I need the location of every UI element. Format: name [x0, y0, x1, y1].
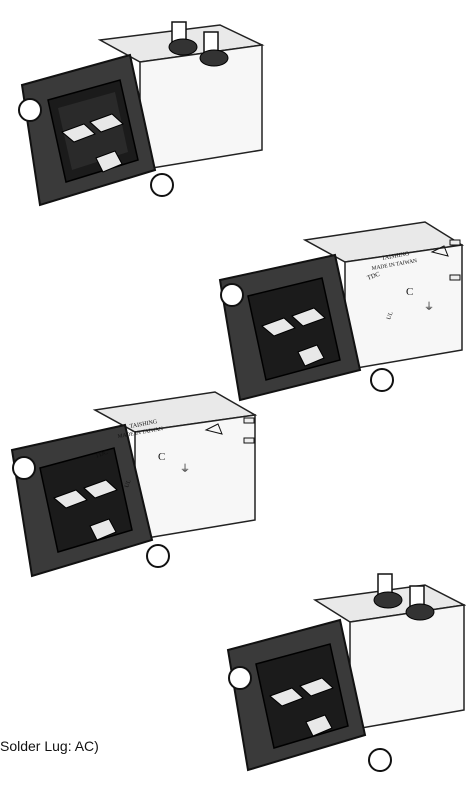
mounting-hole-icon — [12, 456, 36, 480]
brand-mark: TDC — [94, 449, 109, 460]
pin-earth — [89, 518, 117, 541]
lug-collar — [405, 603, 435, 621]
maker-label: TAISHING — [129, 419, 158, 430]
pin-earth — [305, 714, 333, 737]
maker-label: TAISHING — [381, 251, 410, 262]
mounting-hole-icon — [370, 368, 394, 392]
filter-drawing-solder-lug — [18, 21, 265, 207]
socket-recess — [58, 92, 128, 170]
pin-earth — [95, 150, 123, 173]
warning-triangle-icon — [430, 245, 449, 257]
filter-unit-1 — [0, 0, 270, 245]
body-side — [349, 604, 465, 731]
fast-on-tab-icon — [449, 239, 461, 246]
filter-drawing-labeled: TDC TAISHING MADE IN TAIWAN C UL ⏚ — [10, 391, 258, 578]
fast-on-tab-icon — [243, 417, 255, 424]
mounting-hole-icon — [18, 98, 42, 122]
lug-collar — [373, 591, 403, 609]
mounting-hole-icon — [220, 283, 244, 307]
fast-on-tab-icon — [449, 274, 461, 281]
ground-mark: ⏚ — [424, 301, 434, 313]
warning-triangle-icon — [204, 423, 223, 435]
circuit-letter: C — [406, 286, 413, 298]
circuit-letter: C — [158, 451, 165, 463]
mounting-hole-icon — [146, 544, 170, 568]
lug-collar — [168, 38, 198, 56]
caption-text: Solder Lug: AC) — [0, 738, 99, 754]
filter-drawing-labeled: TDC TAISHING MADE IN TAIWAN C UL ⏚ — [218, 221, 465, 402]
cert-mark: UL — [386, 311, 394, 321]
pin-live — [261, 317, 296, 337]
mounting-hole-icon — [368, 748, 392, 772]
filter-unit-3: TDC TAISHING MADE IN TAIWAN C UL ⏚ — [0, 380, 270, 615]
brand-mark: TDC — [366, 271, 381, 282]
mounting-hole-icon — [150, 173, 174, 197]
filter-unit-4 — [220, 560, 466, 795]
lug-collar — [199, 49, 229, 67]
fast-on-tab-icon — [243, 437, 255, 444]
pin-live — [53, 489, 88, 509]
pin-neutral — [299, 677, 334, 697]
cert-mark: UL — [124, 479, 132, 489]
pin-earth — [297, 344, 325, 367]
pin-live — [61, 123, 96, 143]
pin-neutral — [83, 479, 118, 499]
filter-drawing-solder-lug — [226, 573, 466, 772]
body-side — [139, 44, 263, 171]
pin-neutral — [291, 307, 326, 327]
ground-mark: ⏚ — [180, 463, 190, 475]
mounting-hole-icon — [228, 666, 252, 690]
pin-live — [269, 687, 304, 707]
pin-neutral — [89, 113, 124, 133]
filter-unit-2: TDC TAISHING MADE IN TAIWAN C UL ⏚ — [210, 200, 466, 435]
